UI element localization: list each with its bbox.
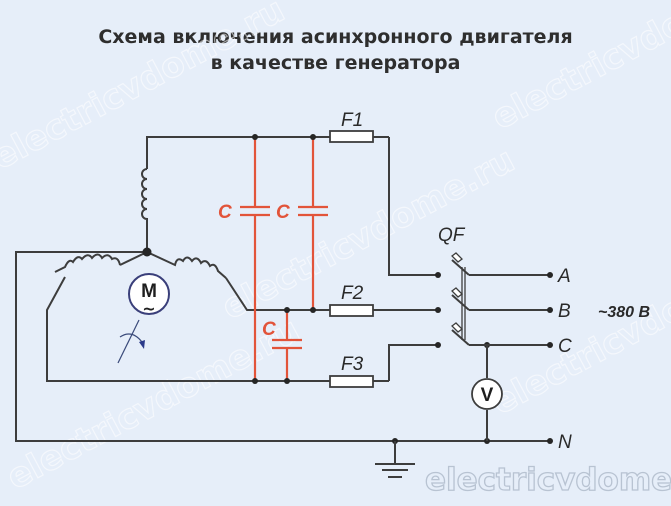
fuse-f3 bbox=[329, 375, 374, 388]
capacitor-label: C bbox=[276, 202, 290, 223]
fuse-label-f3: F3 bbox=[341, 354, 364, 375]
voltage-label: ~380 В bbox=[598, 304, 650, 321]
breaker-qf bbox=[451, 252, 470, 346]
wire-phase-c bbox=[388, 344, 438, 381]
watermark-logo: electricvdome.ru bbox=[425, 462, 671, 498]
star-node bbox=[142, 247, 152, 257]
rotation-arrow-head bbox=[139, 340, 145, 349]
voltmeter-label: V bbox=[481, 385, 494, 406]
watermark: electricvdome.ru bbox=[215, 140, 521, 328]
coil-1 bbox=[141, 168, 148, 229]
capacitor-label: C bbox=[262, 319, 276, 340]
fuse-label-f1: F1 bbox=[341, 110, 363, 131]
breaker-label: QF bbox=[438, 225, 466, 246]
fuse-f1 bbox=[329, 130, 374, 143]
coil-2 bbox=[54, 251, 148, 273]
terminal-b: B bbox=[558, 301, 571, 322]
motor-ac-symbol: ~ bbox=[142, 299, 155, 318]
rotation-arrow-curve bbox=[119, 333, 143, 343]
cap-plates-1 bbox=[240, 205, 270, 217]
title-line-2: в качестве генератора bbox=[210, 52, 461, 74]
voltmeter-icon bbox=[471, 378, 503, 410]
wire-winding-2 bbox=[46, 276, 389, 382]
title-line-1: Схема включения асинхронного двигателя bbox=[98, 26, 573, 48]
wire-star-to-neutral bbox=[15, 251, 550, 442]
rotation-arrow-icon bbox=[117, 319, 140, 364]
junctions bbox=[252, 134, 490, 444]
terminal-c: C bbox=[558, 336, 572, 357]
watermark: electricvdome.ru bbox=[485, 0, 671, 138]
terminal-a: A bbox=[557, 266, 571, 287]
diagram-title: Схема включения асинхронного двигателя в… bbox=[0, 24, 671, 76]
motor-label: M bbox=[141, 281, 157, 302]
motor-icon bbox=[128, 273, 170, 315]
watermark: electricvdome.ru bbox=[0, 0, 291, 178]
watermark: electricvdome.ru bbox=[485, 235, 671, 423]
terminal-n: N bbox=[558, 432, 572, 453]
fuse-label-f2: F2 bbox=[341, 283, 364, 304]
coil-3 bbox=[146, 251, 227, 279]
ground-icon bbox=[375, 441, 415, 478]
wire-phase-a bbox=[388, 137, 438, 276]
fuse-f2 bbox=[329, 304, 374, 317]
capacitor-label: C bbox=[218, 202, 232, 223]
cap-plates-3 bbox=[272, 338, 302, 350]
cap-plates-2 bbox=[298, 205, 328, 217]
